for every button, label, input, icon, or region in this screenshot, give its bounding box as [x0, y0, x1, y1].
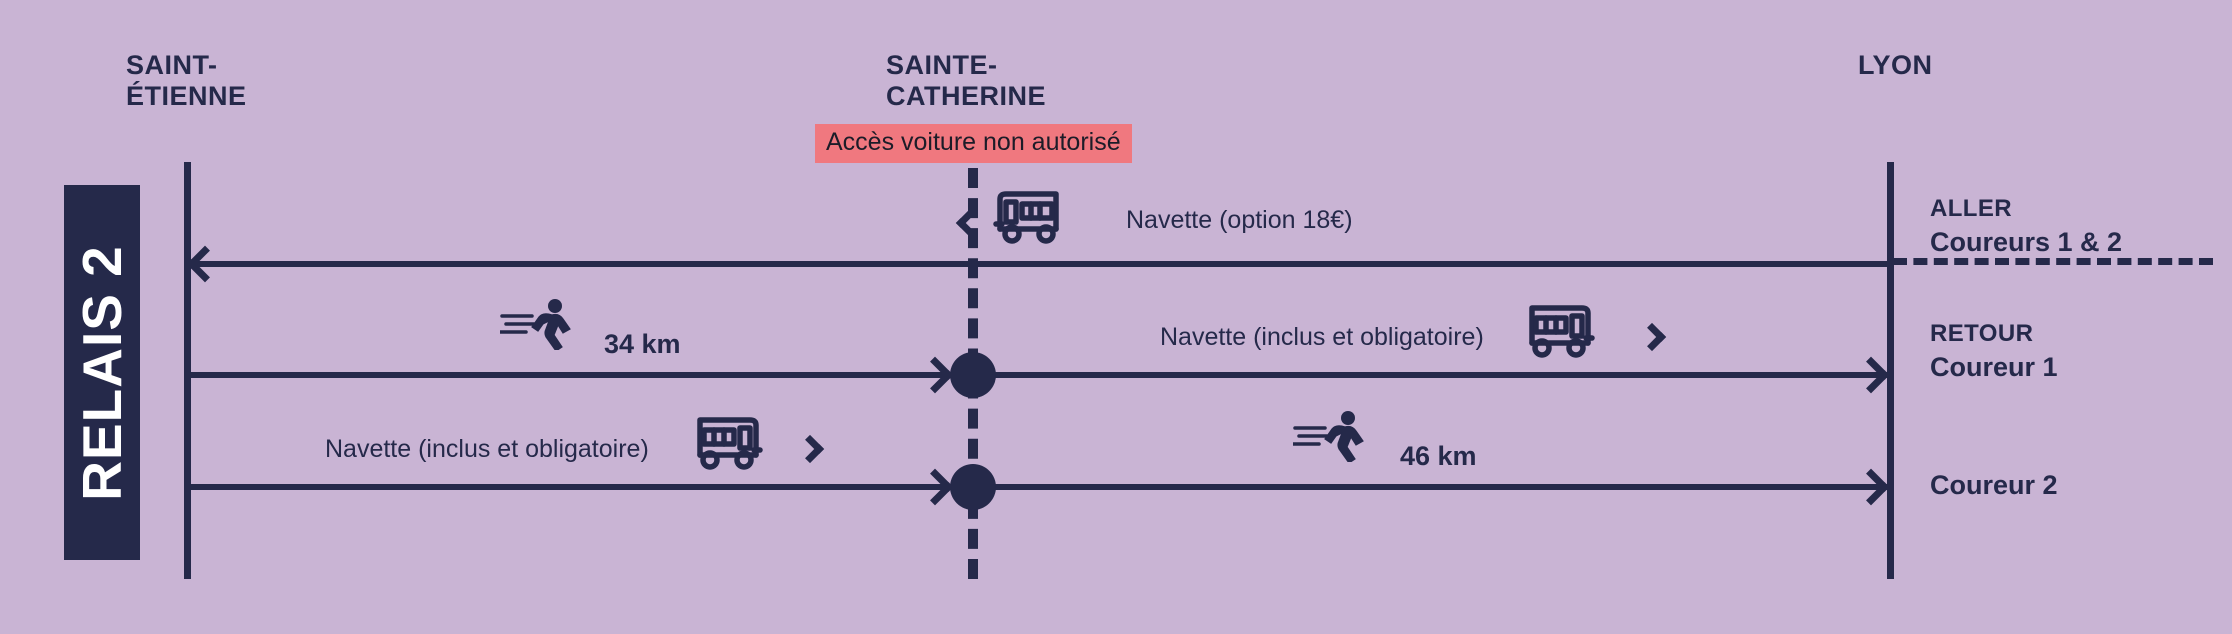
warning-badge: Accès voiture non autorisé [815, 124, 1132, 163]
runner-icon [1291, 410, 1371, 467]
direction-runners-retour: Coureur 1 [1930, 352, 2058, 382]
direction-heading-retour: RETOUR [1930, 320, 2034, 347]
direction-block-retour: RETOUR Coureur 1 [1930, 320, 2058, 383]
bus-icon [1524, 302, 1596, 363]
flow-line-coureur-1 [187, 372, 1890, 378]
relay-badge: RELAIS 2 [64, 185, 140, 560]
station-node-sainte-catherine-coureur-1 [950, 352, 996, 398]
flow-line-coureur-2 [187, 484, 1890, 490]
direction-divider [1893, 258, 2213, 265]
direction-runners-aller: Coureurs 1 & 2 [1930, 227, 2123, 257]
direction-heading-aller: ALLER [1930, 195, 2012, 222]
direction-runners-coureur-2: Coureur 2 [1930, 470, 2058, 500]
chevron-right-icon [795, 434, 825, 464]
arrow-right-icon [1852, 356, 1890, 394]
arrow-left-icon [186, 245, 224, 283]
station-node-sainte-catherine-coureur-2 [950, 464, 996, 510]
station-axis-lyon [1887, 162, 1894, 579]
station-label-sainte-catherine: SAINTE- CATHERINE [886, 50, 1047, 111]
station-label-lyon: LYON [1858, 50, 1933, 80]
relay-badge-label: RELAIS 2 [71, 244, 133, 501]
arrow-right-icon [916, 356, 954, 394]
segment-label-shuttle-coureur-1: Navette (inclus et obligatoire) [1160, 323, 1484, 351]
station-axis-saint-etienne [184, 162, 191, 579]
bus-icon [692, 414, 764, 475]
arrow-right-icon [916, 468, 954, 506]
arrow-right-icon [1852, 468, 1890, 506]
runner-icon [498, 298, 578, 355]
direction-block-aller: ALLER Coureurs 1 & 2 [1930, 195, 2122, 258]
bus-icon [992, 188, 1064, 249]
segment-label-distance-46km: 46 km [1400, 441, 1477, 471]
chevron-left-icon [955, 208, 985, 238]
segment-label-distance-34km: 34 km [604, 329, 681, 359]
station-label-saint-etienne: SAINT- ÉTIENNE [126, 50, 247, 111]
chevron-right-icon [1637, 322, 1667, 352]
flow-line-aller [190, 261, 1890, 267]
segment-label-shuttle-coureur-2: Navette (inclus et obligatoire) [325, 435, 649, 463]
segment-label-shuttle-aller: Navette (option 18€) [1126, 206, 1353, 234]
